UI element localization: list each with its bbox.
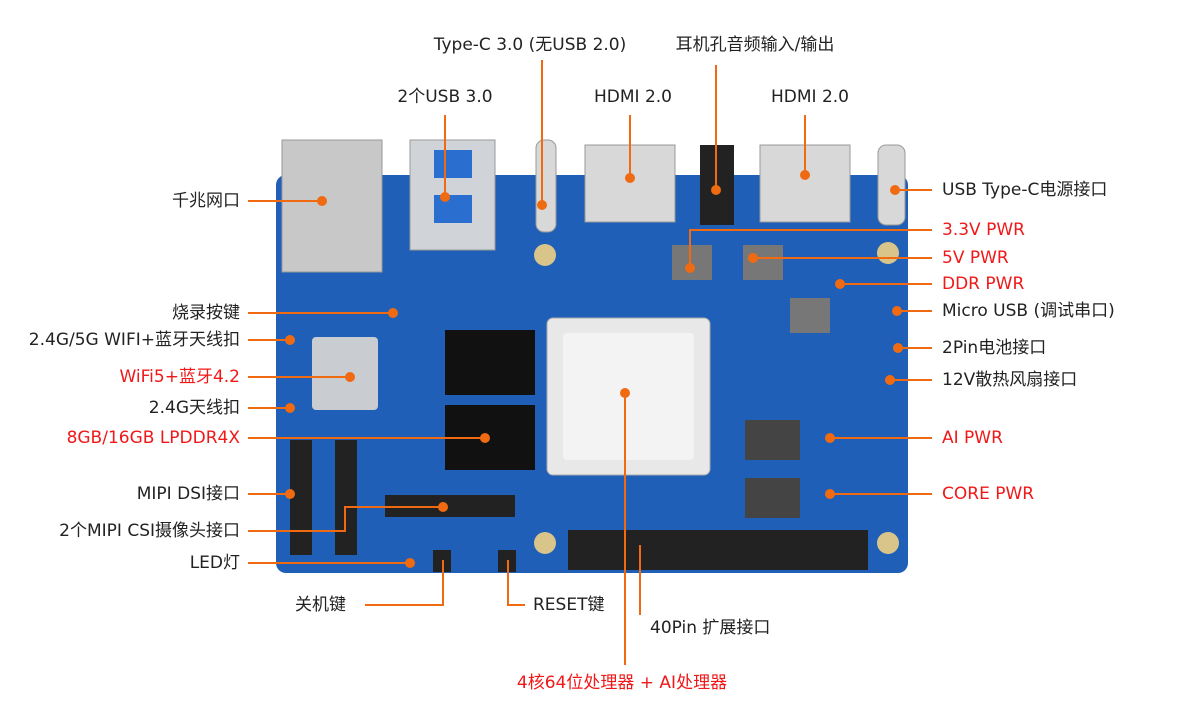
typec30-port: [535, 139, 557, 233]
mipi-csi: [335, 440, 357, 555]
label-wifi-antenna: 2.4G/5G WIFI+蓝牙天线扣: [28, 330, 240, 350]
label-5v-pwr: 5V PWR: [942, 248, 1009, 268]
label-micro-usb: Micro USB (调试串口): [942, 301, 1115, 321]
label-power-typec: USB Type-C电源接口: [942, 180, 1108, 200]
label-hdmi-1: HDMI 2.0: [594, 87, 672, 107]
ram-chip-1: [445, 330, 535, 395]
power-typec-port: [877, 144, 906, 226]
label-typec30: Type-C 3.0 (无USB 2.0): [433, 35, 627, 55]
label-usb3: 2个USB 3.0: [397, 87, 493, 107]
gpio-header: [568, 530, 868, 570]
mipi-dsi: [290, 440, 312, 555]
label-audio: 耳机孔音频输入/输出: [675, 35, 835, 55]
marker-dots: [285, 170, 903, 568]
label-wifi-bt: WiFi5+蓝牙4.2: [119, 367, 240, 387]
label-cpu: 4核64位处理器 + AI处理器: [516, 673, 728, 693]
label-ai-pwr: AI PWR: [942, 428, 1003, 448]
ethernet-port: [281, 139, 383, 273]
label-24g-antenna: 2.4G天线扣: [148, 398, 240, 418]
label-flash-button: 烧录按键: [172, 303, 240, 323]
label-power-key: 关机键: [295, 595, 346, 615]
label-ram: 8GB/16GB LPDDR4X: [66, 428, 240, 448]
label-ddr-pwr: DDR PWR: [942, 274, 1025, 294]
label-hdmi-2: HDMI 2.0: [771, 87, 849, 107]
label-reset-key: RESET键: [533, 595, 605, 615]
label-gpio: 40Pin 扩展接口: [650, 618, 771, 638]
leader-lines: [248, 60, 932, 665]
wifi-module: [312, 337, 378, 410]
label-battery: 2Pin电池接口: [942, 338, 1047, 358]
label-led: LED灯: [189, 553, 240, 573]
label-core-pwr: CORE PWR: [942, 484, 1035, 504]
label-fan: 12V散热风扇接口: [942, 370, 1078, 390]
label-mipi-dsi: MIPI DSI接口: [136, 484, 240, 504]
label-mipi-csi: 2个MIPI CSI摄像头接口: [59, 521, 240, 541]
label-ethernet: 千兆网口: [172, 191, 240, 211]
label-33v-pwr: 3.3V PWR: [942, 220, 1025, 240]
